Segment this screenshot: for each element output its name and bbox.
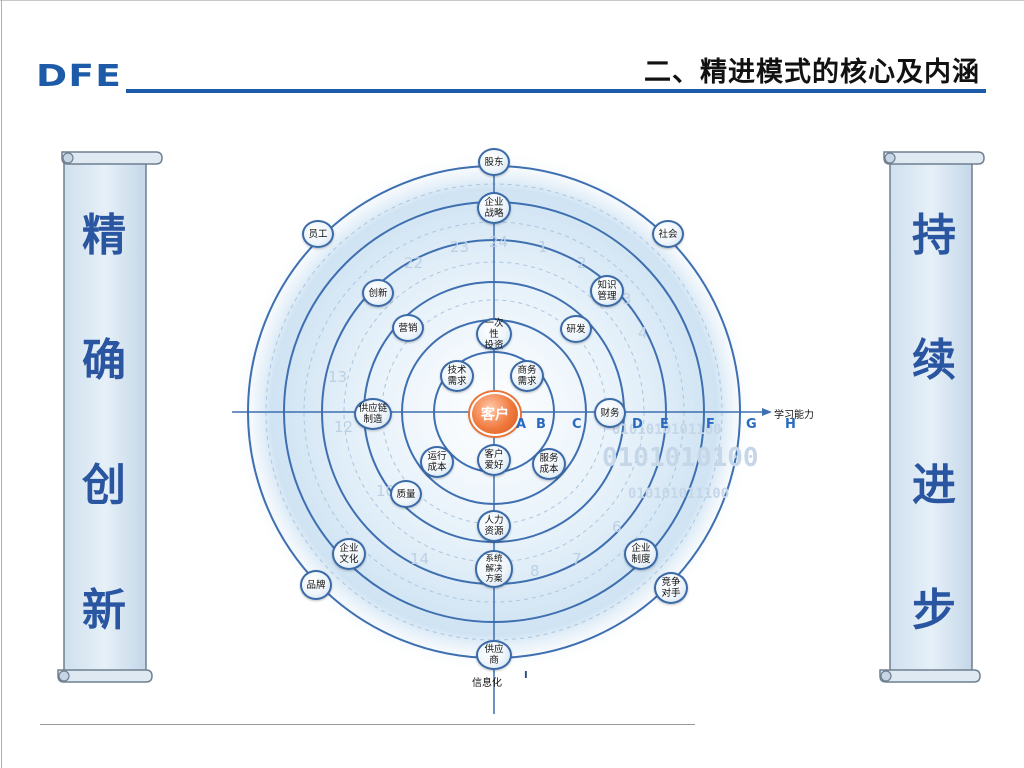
node-shareholders: 股东 bbox=[478, 148, 510, 176]
dial-number: 8 bbox=[530, 562, 540, 580]
node-corporate-culture: 企业 文化 bbox=[332, 538, 366, 570]
node-society: 社会 bbox=[652, 220, 684, 248]
axis-letter: C bbox=[572, 417, 582, 432]
dial-number: 24 bbox=[489, 233, 508, 251]
node-quality: 质量 bbox=[390, 480, 422, 508]
right-scroll-text: 持 续 进 步 bbox=[894, 168, 974, 668]
node-suppliers: 供应商 bbox=[476, 640, 512, 670]
dial-number: 6 bbox=[612, 518, 622, 536]
node-brand: 品牌 bbox=[300, 570, 332, 600]
dial-number: 2 bbox=[577, 254, 587, 272]
dial-number: 4 bbox=[638, 324, 648, 342]
axis-letter: E bbox=[660, 417, 669, 432]
node-knowledge-management: 知识 管理 bbox=[590, 275, 624, 307]
node-finance: 财务 bbox=[594, 398, 626, 428]
axis-letter: A bbox=[516, 417, 527, 432]
node-system-solution: 系统 解决 方案 bbox=[475, 550, 513, 588]
node-employees: 员工 bbox=[302, 220, 334, 248]
node-operating-cost: 运行 成本 bbox=[420, 446, 454, 478]
x-axis-arrow bbox=[762, 408, 772, 416]
right-scroll-banner: 持 续 进 步 bbox=[878, 148, 986, 686]
x-axis-label: 学习能力 bbox=[774, 410, 814, 421]
dial-number: 3 bbox=[622, 290, 632, 308]
dial-number: 7 bbox=[572, 550, 582, 568]
axis-letter: H bbox=[785, 417, 796, 432]
right-scroll-char: 进 bbox=[912, 459, 956, 511]
dial-number: 22 bbox=[404, 254, 423, 272]
node-business-demand: 商务 需求 bbox=[510, 360, 544, 392]
dial-number: 14 bbox=[410, 550, 429, 568]
node-service-cost: 服务 成本 bbox=[532, 448, 566, 480]
center-node-customer: 客户 bbox=[470, 392, 520, 436]
node-corporate-strategy: 企业 战略 bbox=[477, 192, 511, 224]
right-scroll-char: 步 bbox=[912, 584, 956, 636]
dial-number: 13 bbox=[328, 368, 347, 386]
axis-letter: F bbox=[706, 417, 715, 432]
node-human-resources: 人力 资源 bbox=[477, 510, 511, 542]
node-supply-chain-manufacturing: 供应链 制造 bbox=[354, 398, 392, 430]
node-customer-preference: 客户 爱好 bbox=[477, 444, 511, 476]
bottom-axis-label: 信息化 bbox=[472, 678, 502, 689]
dial-number: 23 bbox=[450, 238, 469, 256]
core-model-diagram: 0101010101100 0101010100 010101011100 24… bbox=[232, 132, 872, 722]
axis-letter: D bbox=[632, 417, 643, 432]
node-research-development: 研发 bbox=[560, 315, 592, 343]
bottom-axis-mark: I bbox=[524, 670, 528, 681]
node-marketing: 营销 bbox=[392, 314, 424, 342]
node-technical-demand: 技术 需求 bbox=[440, 360, 474, 392]
axis-letter: G bbox=[746, 417, 757, 432]
frame-left-line bbox=[1, 0, 2, 768]
scroll-graphic bbox=[879, 151, 985, 683]
left-scroll-char: 创 bbox=[82, 459, 126, 511]
left-scroll-text: 精 确 创 新 bbox=[64, 168, 144, 668]
left-scroll-char: 精 bbox=[82, 209, 126, 261]
left-scroll-char: 确 bbox=[82, 334, 126, 386]
frame-top-line bbox=[0, 0, 1024, 1]
footer-divider bbox=[40, 724, 695, 725]
node-corporate-system: 企业 制度 bbox=[624, 538, 658, 570]
binary-decoration: 0101010101100 bbox=[612, 422, 722, 438]
dfe-logo: DFE bbox=[36, 59, 123, 94]
node-competitors: 竞争 对手 bbox=[654, 572, 688, 604]
node-one-time-investment: 一次性 投资 bbox=[476, 318, 512, 351]
scroll-graphic bbox=[57, 151, 163, 683]
node-innovation: 创新 bbox=[362, 279, 394, 307]
dial-number: 12 bbox=[334, 418, 353, 436]
binary-decoration: 010101011100 bbox=[628, 486, 729, 502]
dial-number: 1 bbox=[538, 238, 548, 256]
page-title: 二、精进模式的核心及内涵 bbox=[644, 57, 980, 88]
right-scroll-char: 续 bbox=[912, 334, 956, 386]
left-scroll-char: 新 bbox=[82, 584, 126, 636]
right-scroll-char: 持 bbox=[912, 209, 956, 261]
title-underline bbox=[126, 89, 986, 93]
diagram-rings: 0101010101100 0101010100 010101011100 24… bbox=[232, 150, 772, 714]
axis-letter: B bbox=[536, 417, 546, 432]
left-scroll-banner: 精 确 创 新 bbox=[56, 148, 164, 686]
binary-decoration: 0101010100 bbox=[602, 443, 759, 473]
